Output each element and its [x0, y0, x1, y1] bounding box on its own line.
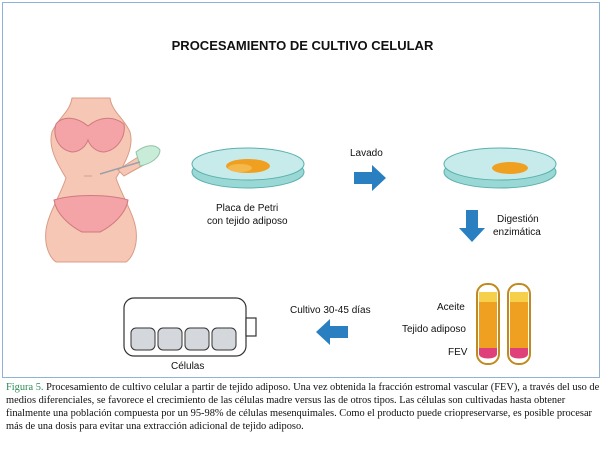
- petri-dish-icon: [191, 147, 305, 189]
- figure-caption-label: Figura 5.: [6, 382, 44, 393]
- cell-container-icon: [123, 297, 257, 357]
- tube-layer-oil: Aceite: [437, 302, 465, 313]
- figure-caption-text: Procesamiento de cultivo celular a parti…: [6, 382, 600, 432]
- step-wash-label: Lavado: [350, 148, 383, 159]
- test-tube-icon: [507, 283, 531, 365]
- figure-caption: Figura 5. Procesamiento de cultivo celul…: [6, 381, 600, 433]
- petri-label-line2: con tejido adiposo: [207, 216, 288, 227]
- step-culture-label: Cultivo 30-45 días: [290, 305, 371, 316]
- arrow-right-icon: [354, 165, 386, 191]
- petri-dish-icon: [443, 147, 557, 189]
- body-icon: [45, 97, 161, 263]
- test-tube-icon: [476, 283, 500, 365]
- step-digestion-line2: enzimática: [493, 227, 541, 238]
- cells-label: Células: [171, 361, 205, 372]
- tube-layer-fev: FEV: [448, 347, 468, 358]
- step-digestion-line1: Digestión: [497, 214, 539, 225]
- tube-layer-adipose: Tejido adiposo: [402, 324, 466, 335]
- petri-label-line1: Placa de Petri: [216, 203, 279, 214]
- arrow-left-icon: [316, 319, 348, 345]
- diagram-title: PROCESAMIENTO DE CULTIVO CELULAR: [171, 38, 434, 53]
- arrow-down-icon: [459, 210, 485, 242]
